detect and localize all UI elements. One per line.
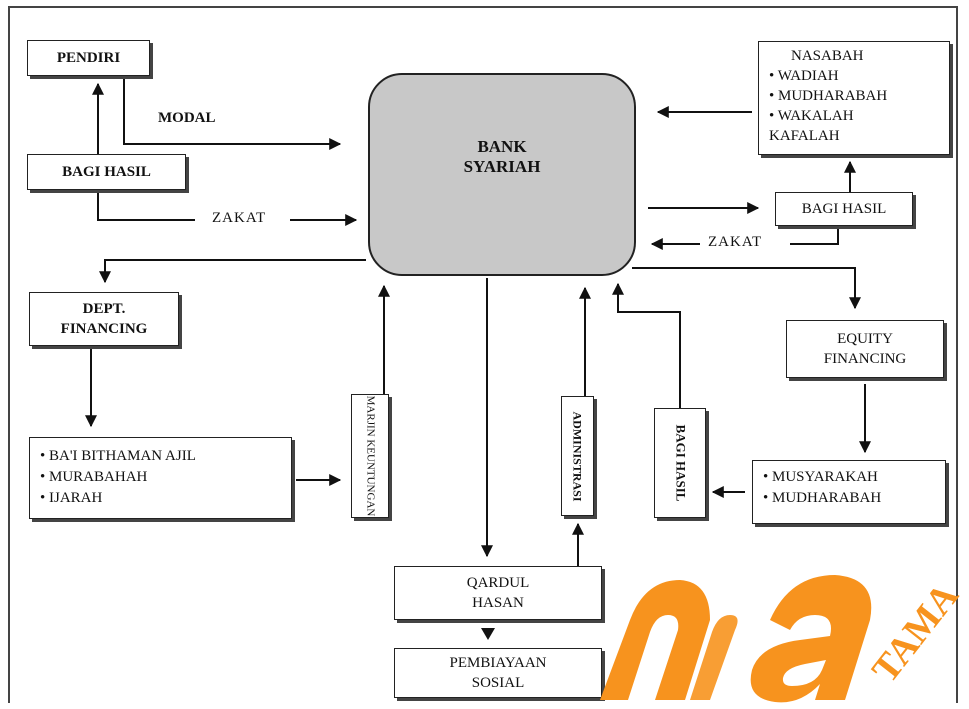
pembiayaan-sosial-box: PEMBIAYAAN SOSIAL (394, 648, 602, 698)
dept-financing-line1: DEPT. (82, 301, 126, 317)
pendiri-box: PENDIRI (27, 40, 150, 76)
pembiayaan-sosial-line2: SOSIAL (471, 675, 525, 691)
qardul-hasan-line1: QARDUL (466, 575, 530, 591)
arrow-bank-to-dept (99, 259, 366, 284)
financing-product-item: BA'I BITHAMAN AJIL (40, 446, 281, 467)
financing-products-list: BA'I BITHAMAN AJIL MURABAHAH IJARAH (40, 446, 281, 509)
nasabah-list: WADIAH MUDHARABAH WAKALAH (769, 66, 939, 126)
nasabah-item: WAKALAH (769, 106, 939, 126)
bagi-hasil-vertical-label: BAGI HASIL (673, 424, 689, 502)
nasabah-item: WADIAH (769, 66, 939, 86)
equity-financing-box: EQUITY FINANCING (786, 320, 944, 378)
margin-keuntungan-label: MARJIN KEUNTUNGAN (364, 395, 377, 517)
financing-product-item: MURABAHAH (40, 467, 281, 488)
bank-title-line1: BANK (477, 137, 527, 156)
modal-label: MODAL (158, 110, 216, 126)
bank-title-line2: SYARIAH (463, 157, 541, 176)
administrasi-label: ADMINISTRASI (571, 410, 585, 502)
equity-financing-line2: FINANCING (823, 351, 907, 367)
nasabah-item: MUDHARABAH (769, 86, 939, 106)
arrow-modal-to-bank (123, 76, 342, 150)
pendiri-label: PENDIRI (56, 49, 121, 66)
arrow-zakat-left (97, 190, 195, 221)
qardul-hasan-line2: HASAN (472, 595, 524, 611)
pembiayaan-sosial-line1: PEMBIAYAAN (449, 655, 547, 671)
nasabah-box: NASABAH WADIAH MUDHARABAH WAKALAH KAFALA… (758, 41, 950, 155)
equity-financing-line1: EQUITY (837, 331, 893, 347)
equity-products-box: MUSYARAKAH MUDHARABAH (752, 460, 946, 524)
bagi-hasil-right-label: BAGI HASIL (801, 200, 887, 217)
financing-product-item: IJARAH (40, 488, 281, 509)
margin-keuntungan-box: MARJIN KEUNTUNGAN (351, 394, 389, 518)
bagi-hasil-left-label: BAGI HASIL (62, 163, 151, 180)
bagi-hasil-right-box: BAGI HASIL (775, 192, 913, 226)
dept-financing-box: DEPT. FINANCING (29, 292, 179, 346)
equity-product-item: MUDHARABAH (763, 488, 935, 509)
zakat-left-label: ZAKAT (212, 210, 267, 226)
arrow-bank-to-equity (632, 267, 861, 310)
qardul-hasan-box: QARDUL HASAN (394, 566, 602, 620)
financing-products-box: BA'I BITHAMAN AJIL MURABAHAH IJARAH (29, 437, 292, 519)
nasabah-tail: KAFALAH (769, 128, 840, 144)
arrow-bagihasil-v-to-bank (612, 282, 681, 408)
arrow-zakat-right (790, 226, 839, 245)
bagi-hasil-vertical-box: BAGI HASIL (654, 408, 706, 518)
zakat-right-label: ZAKAT (708, 234, 763, 250)
equity-product-item: MUSYARAKAH (763, 467, 935, 488)
nasabah-title: NASABAH (791, 48, 864, 64)
bank-syariah-node: BANK SYARIAH (368, 73, 636, 276)
arrow-qardul-to-pembiayaan (481, 628, 495, 640)
dept-financing-line2: FINANCING (60, 321, 148, 337)
bank-syariah-title: BANK SYARIAH (370, 137, 634, 177)
bagi-hasil-left-box: BAGI HASIL (27, 154, 186, 190)
administrasi-box: ADMINISTRASI (561, 396, 594, 516)
diagram-frame (8, 6, 958, 703)
equity-products-list: MUSYARAKAH MUDHARABAH (763, 467, 935, 509)
